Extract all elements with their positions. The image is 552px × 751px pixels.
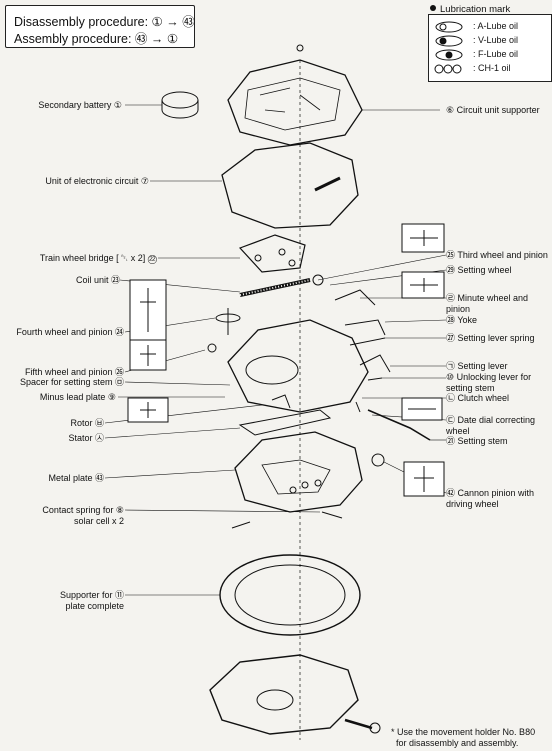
fourth-wheel — [215, 308, 241, 335]
lubrication-title: Lubrication mark — [430, 4, 510, 15]
label-coil-unit: Coil unit ㉓ — [75, 275, 120, 285]
complete-movement — [209, 654, 381, 735]
lube-v-label: : V-Lube oil — [473, 35, 519, 45]
label-rotor: Rotor ㉥ — [70, 418, 104, 428]
electronic-circuit-unit — [221, 142, 359, 229]
label-circuit-unit-supporter: ⑥ Circuit unit supporter — [446, 105, 540, 115]
label-setting-lever-spring: ㉗ Setting lever spring — [446, 333, 535, 343]
right-side-parts — [312, 274, 431, 467]
label-metal-plate: Metal plate ㊸ — [48, 473, 104, 483]
holder-note: * Use the movement holder No. B80 for di… — [391, 727, 536, 748]
label-setting-wheel: ㉙ Setting wheel — [446, 265, 512, 275]
label-unlocking-lever: ⑩ Unlocking lever for setting stem — [446, 372, 532, 393]
lube-ch1-label: : CH-1 oil — [473, 63, 511, 73]
lube-f-label: : F-Lube oil — [473, 49, 519, 59]
circuit-unit-supporter — [227, 44, 363, 146]
lube-a-label: : A-Lube oil — [473, 21, 519, 31]
label-cannon-pinion: ㊷ Cannon pinion with driving wheel — [446, 488, 535, 509]
label-fourth-wheel: Fourth wheel and pinion ㉔ — [16, 327, 124, 337]
label-setting-stem: ㉑ Setting stem — [446, 436, 508, 446]
disassembly-procedure: Disassembly procedure: ① → ㊸ — [14, 15, 195, 29]
label-setting-lever: ㉠ Setting lever — [446, 361, 508, 371]
leader-lines-right — [317, 109, 447, 494]
label-third-wheel: ㉕ Third wheel and pinion — [446, 250, 548, 260]
label-stator: Stator ㉦ — [68, 433, 104, 443]
assembly-procedure: Assembly procedure: ㊸ → ① — [14, 32, 179, 46]
oil-mark-icons — [434, 21, 463, 74]
label-contact-spring: Contact spring for ⑧ solar cell x 2 — [42, 505, 124, 526]
label-electronic-circuit: Unit of electronic circuit ⑦ — [45, 176, 149, 186]
label-yoke: ㉘ Yoke — [446, 315, 478, 325]
coil-unit — [239, 278, 311, 297]
procedure-box: Disassembly procedure: ① → ㊸ Assembly pr… — [5, 5, 195, 48]
rotor-and-stator — [238, 394, 332, 436]
label-minute-wheel: ㉣ Minute wheel and pinion — [446, 293, 529, 314]
label-clutch-wheel: ㉡ Clutch wheel — [446, 393, 510, 403]
metal-plate — [234, 431, 363, 513]
train-wheel-bridge — [238, 234, 306, 273]
lubrication-legend: : A-Lube oil : V-Lube oil : F-Lube oil :… — [428, 14, 552, 82]
label-date-dial-wheel: ㉢ Date dial correcting wheel — [446, 415, 536, 436]
secondary-battery — [161, 91, 199, 119]
label-minus-lead-plate: Minus lead plate ⑨ — [39, 392, 116, 402]
plate-supporter — [219, 554, 361, 636]
label-fifth-wheel: Fifth wheel and pinion ㉖ — [24, 367, 124, 377]
label-secondary-battery: Secondary battery ① — [38, 100, 122, 110]
detail-insets — [127, 223, 445, 497]
main-plate — [207, 319, 369, 413]
contact-springs — [231, 511, 343, 529]
label-plate-supporter: Supporter for ⑪ plate complete — [59, 590, 124, 611]
label-train-wheel-bridge: Train wheel bridge [ ␇ x 2] ㉒ — [39, 253, 157, 263]
label-spacer-setting-stem: Spacer for setting stem ㉤ — [19, 377, 124, 387]
